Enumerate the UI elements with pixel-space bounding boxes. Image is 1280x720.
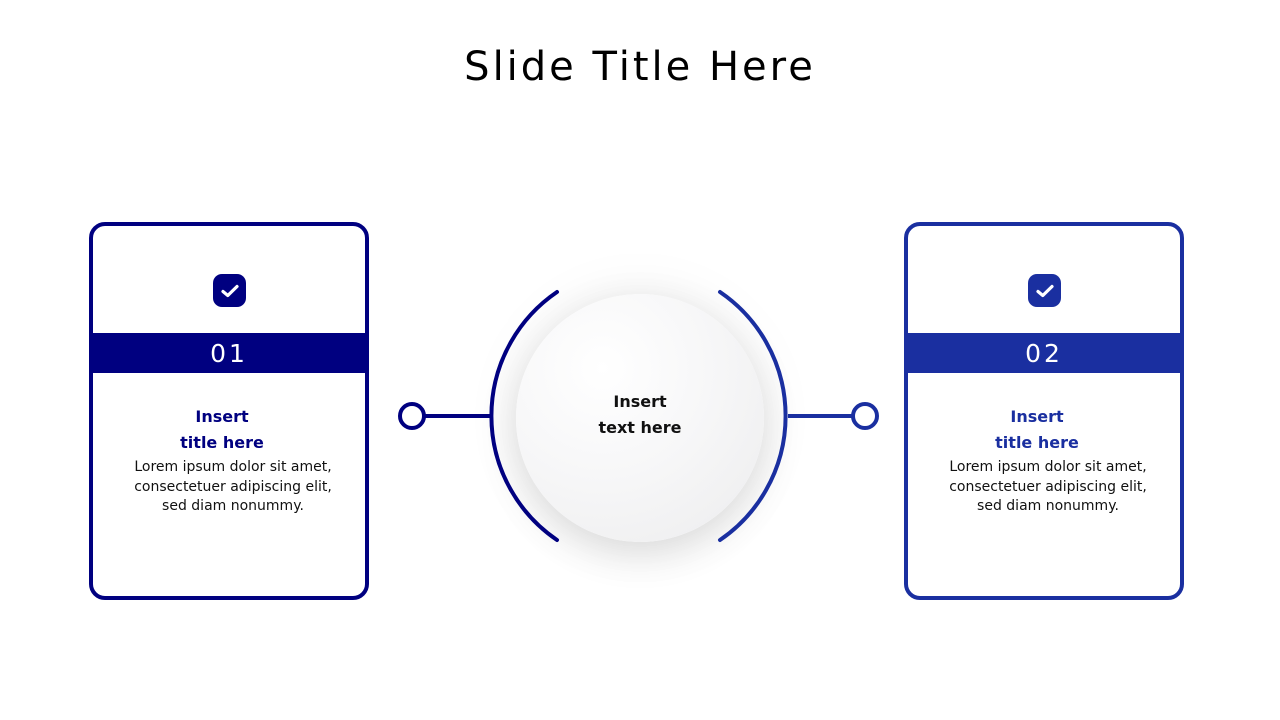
card-title-line-1: Insert xyxy=(195,407,249,426)
card-title: Insert title here xyxy=(93,404,365,456)
card-number: 02 xyxy=(1025,338,1063,368)
card-number: 01 xyxy=(210,338,248,368)
right-connector-node xyxy=(851,402,879,430)
card-body-text: Lorem ipsum dolor sit amet, consectetuer… xyxy=(134,459,332,514)
check-icon xyxy=(1028,274,1061,307)
center-text-line-2: text here xyxy=(598,418,682,437)
right-arc xyxy=(718,290,788,542)
card-title-line-2: title here xyxy=(995,433,1079,452)
card-title-line-2: title here xyxy=(180,433,264,452)
left-arc xyxy=(489,290,559,542)
left-connector-node xyxy=(398,402,426,430)
card-title: Insert title here xyxy=(908,404,1180,456)
number-band: 02 xyxy=(908,333,1180,373)
card-01: 01 Insert title here Lorem ipsum dolor s… xyxy=(89,222,369,600)
card-title-line-1: Insert xyxy=(1010,407,1064,426)
center-text: Insert text here xyxy=(598,389,681,441)
center-circle: Insert text here xyxy=(516,294,764,542)
card-body-text: Lorem ipsum dolor sit amet, consectetuer… xyxy=(949,459,1147,514)
center-hub: Insert text here xyxy=(390,280,890,560)
card-02: 02 Insert title here Lorem ipsum dolor s… xyxy=(904,222,1184,600)
connector-graphics xyxy=(398,290,879,542)
checkmark-glyph xyxy=(1035,284,1054,297)
check-icon xyxy=(213,274,246,307)
number-band: 01 xyxy=(93,333,365,373)
slide-title: Slide Title Here xyxy=(464,44,816,90)
checkmark-glyph xyxy=(220,284,239,297)
center-text-line-1: Insert xyxy=(613,392,667,411)
